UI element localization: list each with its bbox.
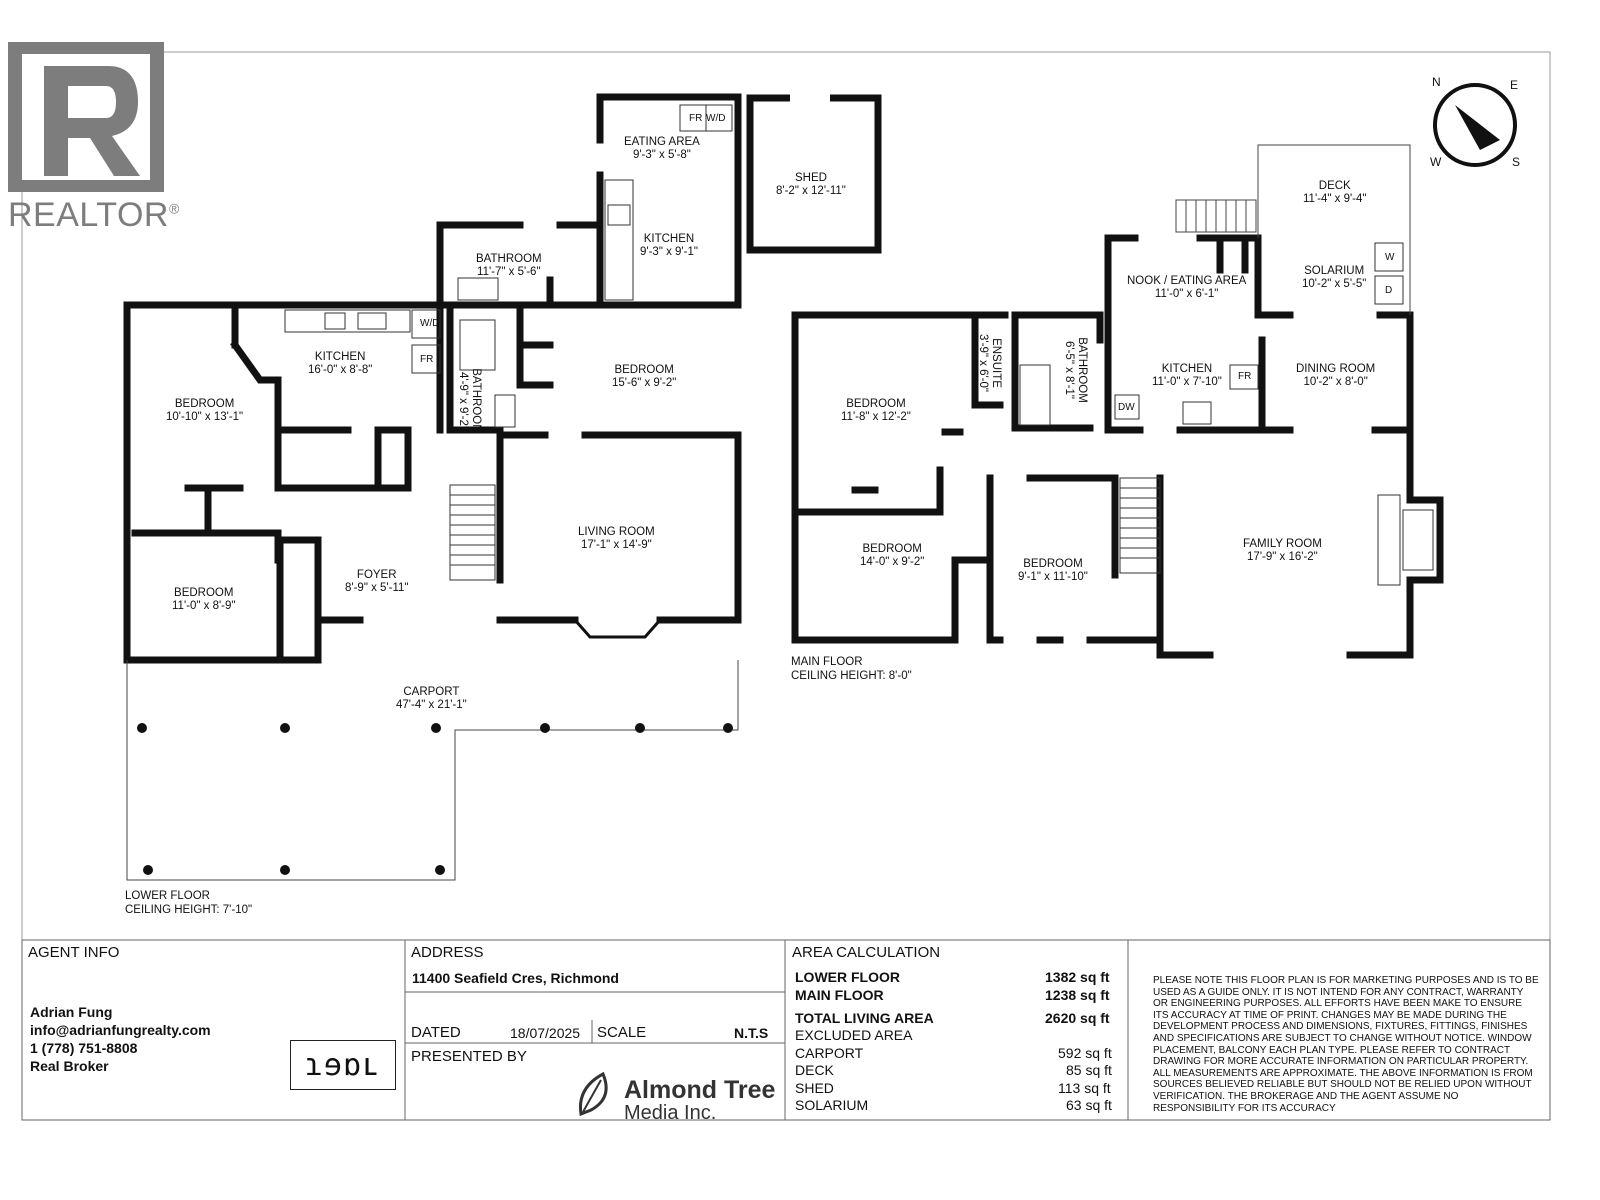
- compass-w: W: [1430, 155, 1442, 169]
- compass-e: E: [1510, 78, 1519, 92]
- agent-details: Adrian Fung info@adrianfungrealty.com 1 …: [30, 1003, 211, 1075]
- compass-rose-icon: [1433, 83, 1517, 167]
- fixture-fr-main: FR: [1238, 371, 1252, 382]
- almond-leaf-icon: [578, 1071, 608, 1117]
- area-carport-label: CARPORT: [795, 1045, 864, 1061]
- brokerage-logo: ɿɘɒʟ: [290, 1040, 396, 1090]
- lower-kitchen-counter: [284, 104, 733, 428]
- disclaimer-text: PLEASE NOTE THIS FLOOR PLAN IS FOR MARKE…: [1153, 975, 1539, 1114]
- fixture-wd-lower: W/D: [420, 318, 440, 329]
- page-frame: [21, 51, 1551, 1121]
- dated-value: 18/07/2025: [510, 1025, 581, 1041]
- presented-by-label: PRESENTED BY: [411, 1048, 527, 1065]
- compass-n: N: [1432, 75, 1441, 89]
- carport-posts: [137, 723, 733, 875]
- area-carport-value: 592 sq ft: [1058, 1045, 1112, 1061]
- realtor-wordmark: REALTOR®: [8, 196, 180, 234]
- address-header: ADDRESS: [411, 944, 484, 961]
- main-floor-walls: [791, 234, 1444, 659]
- area-solarium-label: SOLARIUM: [795, 1097, 869, 1113]
- area-shed-value: 113 sq ft: [1058, 1080, 1111, 1096]
- company-name-line2: Media Inc.: [624, 1102, 717, 1124]
- address-value: 11400 Seafield Cres, Richmond: [412, 970, 619, 986]
- main-fixtures: [1019, 242, 1434, 586]
- area-lower-floor-value: 1382 sq ft: [1045, 969, 1110, 985]
- area-main-floor-label: MAIN FLOOR: [795, 987, 884, 1003]
- area-excluded-header: EXCLUDED AREA: [795, 1027, 913, 1043]
- lower-stairs: [449, 484, 496, 581]
- agent-name: Adrian Fung: [30, 1004, 113, 1020]
- area-calculation-header: AREA CALCULATION: [792, 944, 941, 961]
- agent-email[interactable]: info@adrianfungrealty.com: [30, 1022, 211, 1038]
- area-shed-label: SHED: [795, 1080, 834, 1096]
- fixture-fr-lower: FR: [420, 354, 434, 365]
- area-deck-value: 85 sq ft: [1066, 1062, 1112, 1078]
- realtor-logo: [8, 42, 164, 192]
- agent-info-header: AGENT INFO: [28, 944, 120, 961]
- title-block-grid: [21, 939, 1551, 1121]
- agent-phone[interactable]: 1 (778) 751-8808: [30, 1040, 138, 1056]
- fixture-fr-top: FR: [689, 113, 703, 124]
- carport-outline: [126, 660, 739, 881]
- area-deck-label: DECK: [795, 1062, 834, 1078]
- main-stairs: [1119, 477, 1161, 574]
- area-solarium-value: 63 sq ft: [1066, 1097, 1112, 1113]
- lower-floor-walls: [123, 93, 742, 664]
- area-main-floor-value: 1238 sq ft: [1045, 987, 1110, 1003]
- deck-outline: [1175, 144, 1411, 315]
- agent-brokerage: Real Broker: [30, 1058, 109, 1074]
- area-lower-floor-label: LOWER FLOOR: [795, 969, 900, 985]
- fixture-w: W: [1385, 252, 1395, 263]
- company-name-line1: Almond Tree: [624, 1076, 776, 1104]
- fixture-wd-top: W/D: [706, 113, 726, 124]
- fixture-d: D: [1385, 285, 1393, 296]
- dated-label: DATED: [411, 1024, 461, 1041]
- scale-label: SCALE: [597, 1024, 647, 1041]
- area-total-label: TOTAL LIVING AREA: [795, 1010, 934, 1026]
- fixture-dw: DW: [1118, 402, 1135, 413]
- compass-s: S: [1512, 155, 1521, 169]
- scale-value: N.T.S: [734, 1025, 769, 1041]
- area-total-value: 2620 sq ft: [1045, 1010, 1110, 1026]
- shed-walls: [746, 94, 882, 254]
